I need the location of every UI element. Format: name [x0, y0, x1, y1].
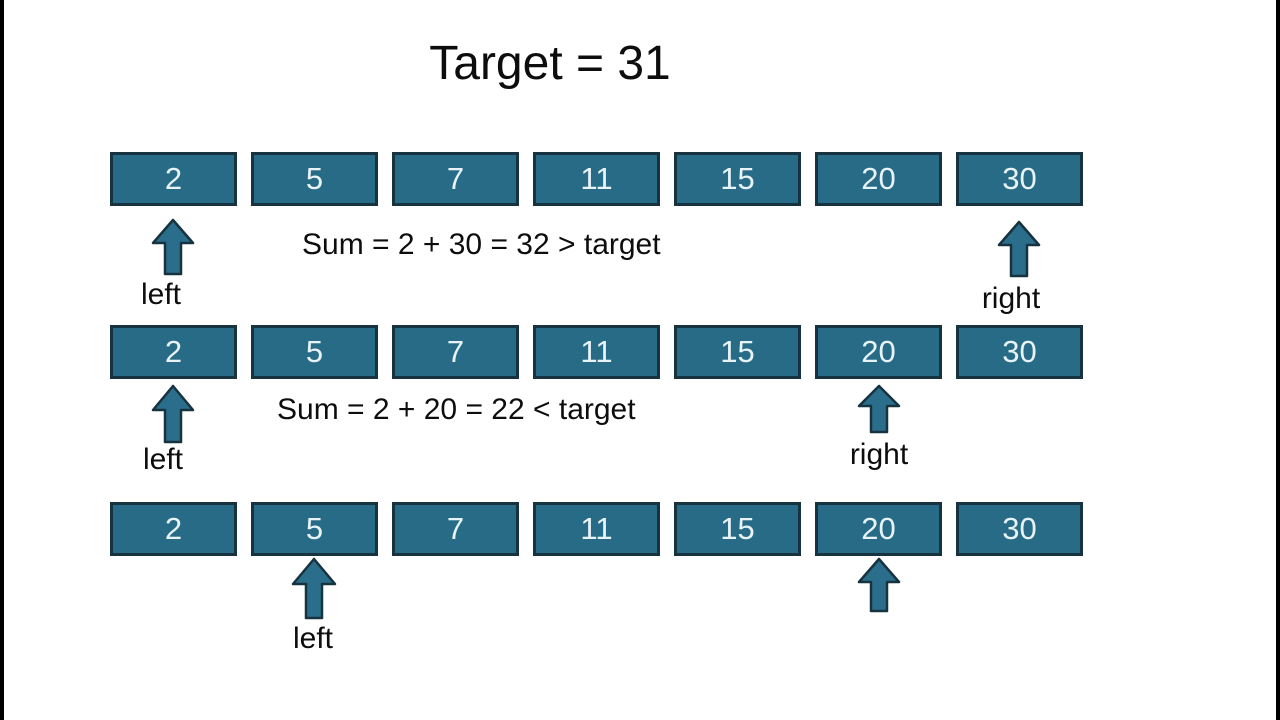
- array-cell: 7: [392, 502, 519, 556]
- array-cell: 5: [251, 152, 378, 206]
- array-cell-value: 11: [580, 511, 613, 546]
- array-cell-value: 11: [580, 161, 613, 196]
- array-cell: 5: [251, 502, 378, 556]
- array-cell-value: 7: [446, 334, 465, 369]
- array-cell: 15: [674, 325, 801, 379]
- array-row-step-3: 2 5 7 11 15 20 30: [110, 502, 1083, 556]
- array-cell: 15: [674, 502, 801, 556]
- array-cell: 20: [815, 152, 942, 206]
- array-cell: 20: [815, 325, 942, 379]
- array-cell-value: 20: [861, 161, 896, 196]
- sum-annotation-step-2: Sum = 2 + 20 = 22 < target: [277, 393, 636, 426]
- array-cell: 2: [110, 152, 237, 206]
- array-cell: 2: [110, 325, 237, 379]
- array-cell: 30: [956, 152, 1083, 206]
- sum-annotation-step-1: Sum = 2 + 30 = 32 > target: [302, 228, 661, 261]
- array-cell: 30: [956, 325, 1083, 379]
- array-cell: 11: [533, 152, 660, 206]
- array-row-step-2: 2 5 7 11 15 20 30: [110, 325, 1083, 379]
- right-edge-bar: [1276, 0, 1280, 720]
- left-edge-bar: [0, 0, 4, 720]
- array-cell: 7: [392, 325, 519, 379]
- array-cell-value: 20: [861, 334, 896, 369]
- pointer-label-left: left: [142, 443, 184, 476]
- array-cell-value: 30: [1002, 161, 1037, 196]
- up-arrow-icon: [997, 220, 1041, 278]
- array-cell-value: 15: [720, 161, 755, 196]
- pointer-label-left: left: [140, 278, 182, 311]
- up-arrow-icon: [291, 557, 337, 620]
- array-cell: 20: [815, 502, 942, 556]
- pointer-label-left: left: [292, 622, 334, 655]
- array-cell: 5: [251, 325, 378, 379]
- array-cell-value: 15: [720, 511, 755, 546]
- array-row-step-1: 2 5 7 11 15 20 30: [110, 152, 1083, 206]
- array-cell-value: 5: [305, 511, 324, 546]
- up-arrow-icon: [857, 557, 901, 613]
- page-title: Target = 31: [429, 37, 671, 90]
- array-cell-value: 7: [446, 511, 465, 546]
- array-cell-value: 30: [1002, 334, 1037, 369]
- array-cell-value: 7: [446, 161, 465, 196]
- array-cell: 2: [110, 502, 237, 556]
- array-cell-value: 11: [580, 334, 613, 369]
- array-cell: 15: [674, 152, 801, 206]
- array-cell-value: 20: [861, 511, 896, 546]
- array-cell-value: 2: [164, 161, 183, 196]
- array-cell: 7: [392, 152, 519, 206]
- array-cell-value: 15: [720, 334, 755, 369]
- array-cell-value: 2: [164, 511, 183, 546]
- array-cell: 30: [956, 502, 1083, 556]
- array-cell: 11: [533, 502, 660, 556]
- up-arrow-icon: [151, 218, 195, 276]
- up-arrow-icon: [151, 384, 195, 444]
- up-arrow-icon: [857, 384, 901, 434]
- array-cell-value: 5: [305, 334, 324, 369]
- pointer-label-right: right: [849, 438, 909, 471]
- pointer-label-right: right: [981, 282, 1041, 315]
- array-cell-value: 2: [164, 334, 183, 369]
- array-cell-value: 5: [305, 161, 324, 196]
- array-cell: 11: [533, 325, 660, 379]
- array-cell-value: 30: [1002, 511, 1037, 546]
